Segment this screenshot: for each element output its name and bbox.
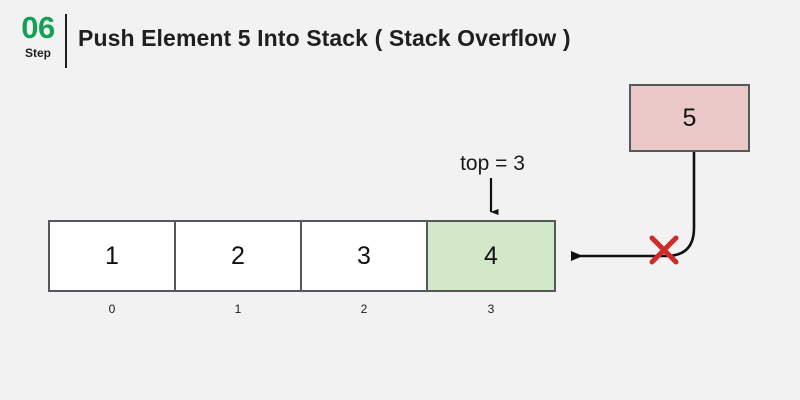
step-badge: 06 Step xyxy=(14,12,62,59)
push-arrow-path xyxy=(571,152,696,261)
step-number: 06 xyxy=(21,10,55,45)
incoming-element-box: 5 xyxy=(629,84,750,152)
header-divider xyxy=(65,14,67,68)
stack-cell-index: 3 xyxy=(487,302,495,316)
stack-cell-value: 4 xyxy=(484,241,498,270)
top-pointer-label: top = 3 xyxy=(460,152,525,175)
stack-cell-value: 2 xyxy=(231,241,245,270)
stack-cell-value: 1 xyxy=(105,241,119,270)
page-title: Push Element 5 Into Stack ( Stack Overfl… xyxy=(78,25,571,51)
stack-cell-index: 2 xyxy=(360,302,368,316)
stack-cell-0: 1 0 xyxy=(50,222,176,316)
stack-cell-value: 3 xyxy=(357,241,371,270)
stack-cell-2: 3 2 xyxy=(302,222,428,316)
stack-array: 1 0 2 1 3 2 4 3 xyxy=(48,220,556,316)
incoming-element-value: 5 xyxy=(682,103,697,132)
step-word-label: Step xyxy=(24,46,51,60)
stack-cell-index: 0 xyxy=(108,302,116,316)
stack-cell-3: 4 3 xyxy=(428,222,554,316)
overflow-x-icon xyxy=(649,235,679,265)
stack-cell-1: 2 1 xyxy=(176,222,302,316)
stack-cell-index: 1 xyxy=(234,302,242,316)
